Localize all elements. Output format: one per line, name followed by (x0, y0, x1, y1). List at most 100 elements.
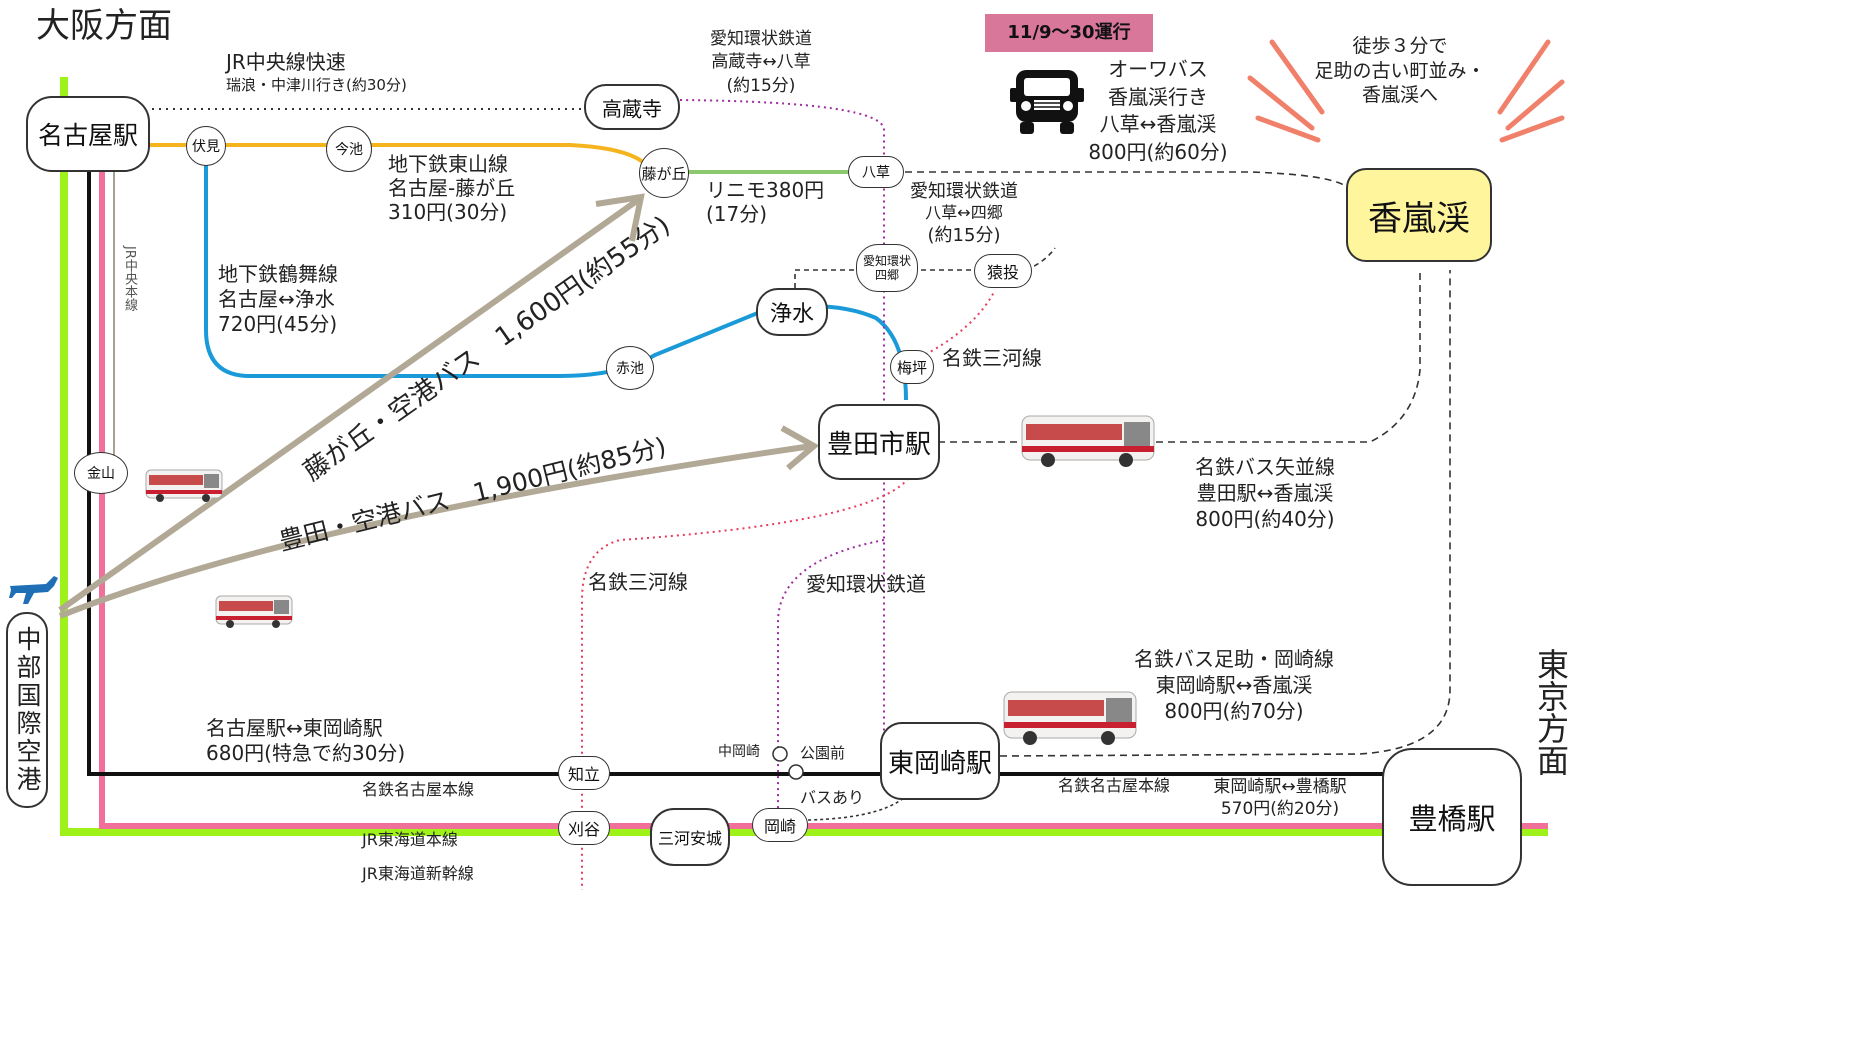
label-meitetsu-honsen-left: 名鉄名古屋本線 (362, 780, 475, 799)
station-toyohashi[interactable]: 豊橋駅 (1382, 748, 1522, 886)
station-centrair-label: 中部国際空港 (13, 626, 42, 794)
label-hok-toyo-1: 東岡崎駅↔豊橋駅 (1213, 777, 1347, 797)
label-oowa-2: 香嵐渓行き (1108, 84, 1208, 109)
station-umetsubo[interactable]: 梅坪 (890, 350, 934, 384)
jr-tokaido-line (99, 169, 1548, 829)
label-jr-chuo-main: JR中央本線 (122, 246, 137, 311)
label-yanami-3: 800円(約40分) (1195, 507, 1335, 531)
label-tsurumai-3: 720円(45分) (218, 311, 338, 336)
label-higashiyama-2: 名古屋-藤が丘 (388, 176, 516, 200)
station-aichikanjo-sigo[interactable]: 愛知環状 四郷 (856, 244, 918, 292)
bus-icon (1021, 415, 1155, 467)
label-hok-toyo-2: 570円(約20分) (1220, 799, 1340, 820)
label-aikan-top-2: 高蔵寺↔八草 (711, 52, 811, 73)
label-oowa-bus: オーワバス 香嵐渓行き 八草↔香嵐渓 800円(約60分) (1078, 56, 1238, 166)
label-oowa-4: 800円(約60分) (1088, 139, 1228, 164)
label-asuke-1: 名鉄バス足助・岡崎線 (1134, 647, 1334, 671)
route-lines (9, 39, 1565, 890)
station-sanage[interactable]: 猿投 (974, 254, 1032, 288)
label-aikan-mid: 愛知環状鉄道 八草↔四郷 (約15分) (896, 180, 1032, 247)
koenmae-dot (788, 764, 804, 780)
label-asuke-2: 東岡崎駅↔香嵐渓 (1155, 673, 1313, 697)
station-imaike[interactable]: 今池 (326, 126, 372, 172)
label-aikan-mid-3: (約15分) (927, 224, 1001, 246)
label-aikan-mid-2: 八草↔四郷 (925, 203, 1003, 223)
label-oowa-1: オーワバス (1108, 57, 1208, 81)
label-meitetsu-mikawa-right: 名鉄三河線 (942, 346, 1042, 370)
tsurumai-line (204, 165, 908, 401)
label-aikan-top: 愛知環状鉄道 高蔵寺↔八草 (約15分) (696, 28, 826, 98)
station-nakaokazaki-label: 中岡崎 (718, 744, 760, 760)
route-toyota-korankei (938, 270, 1421, 443)
route-yakusa-korankei (905, 171, 1351, 191)
label-aikan-top-3: (約15分) (726, 75, 796, 96)
label-yanami-bus: 名鉄バス矢並線 豊田駅↔香嵐渓 800円(約40分) (1180, 454, 1350, 532)
bus-icon (145, 469, 223, 502)
station-aichikanjo-sigo-line1: 愛知環状 (862, 253, 911, 268)
label-aikan-lower: 愛知環状鉄道 (806, 572, 926, 596)
callout-line-2: 足助の古い町並み・ (1314, 59, 1486, 82)
label-jr-chuo-rapid-sub: 瑞浪・中津川行き(約30分) (226, 76, 407, 94)
station-okazaki[interactable]: 岡崎 (752, 808, 808, 842)
label-higashiokazaki-toyohashi: 東岡崎駅↔豊橋駅 570円(約20分) (1196, 776, 1364, 820)
label-nagoya-hok-1: 名古屋駅↔東岡崎駅 (206, 716, 383, 740)
station-akaike[interactable]: 赤池 (606, 346, 654, 390)
label-tsurumai-1: 地下鉄鶴舞線 (218, 262, 338, 286)
airport-bus-fujigaoka-arrow (58, 197, 640, 613)
label-linimo-2: (17分) (706, 202, 768, 226)
label-tsurumai: 地下鉄鶴舞線 名古屋↔浄水 720円(45分) (218, 262, 338, 336)
airport-bus-toyota-arrowhead (780, 425, 820, 471)
label-nagoya-hok-2: 680円(特急で約30分) (206, 741, 406, 766)
station-koenmae-label: 公園前 (800, 744, 846, 762)
station-josui[interactable]: 浄水 (756, 288, 828, 336)
label-higashiyama: 地下鉄東山線 名古屋-藤が丘 310円(30分) (388, 152, 515, 224)
station-takakuraji[interactable]: 高蔵寺 (584, 84, 680, 130)
bus-icon (1003, 691, 1137, 745)
station-kariya[interactable]: 刈谷 (558, 811, 610, 845)
label-bus-ari: バスあり (800, 788, 865, 807)
station-nagoya[interactable]: 名古屋駅 (26, 96, 150, 172)
station-yakusa[interactable]: 八草 (848, 156, 904, 188)
airplane-icon (9, 576, 58, 604)
label-linimo: リニモ380円 (17分) (706, 178, 824, 226)
label-jr-chuo-rapid: JR中央線快速 (226, 50, 346, 74)
station-toyotashi[interactable]: 豊田市駅 (818, 404, 940, 480)
station-centrair[interactable]: 中部国際空港 (6, 612, 48, 808)
callout-line-1: 徒歩３分で (1352, 35, 1448, 57)
station-fushimi[interactable]: 伏見 (186, 126, 226, 166)
label-asuke-3: 800円(約70分) (1164, 699, 1304, 723)
nakaokazaki-dot (772, 746, 788, 762)
label-jr-tokaido: JR東海道本線 (362, 830, 458, 849)
station-kanayama[interactable]: 金山 (74, 452, 128, 494)
aikan-line-lower (777, 539, 885, 815)
label-oowa-3: 八草↔香嵐渓 (1099, 112, 1217, 137)
label-meitetsu-honsen-right: 名鉄名古屋本線 (1058, 776, 1171, 795)
station-fujigaoka[interactable]: 藤が丘 (639, 148, 689, 198)
station-higashiokazaki[interactable]: 東岡崎駅 (880, 722, 1000, 800)
label-yanami-1: 名鉄バス矢並線 (1195, 455, 1335, 479)
station-chiryu[interactable]: 知立 (558, 756, 610, 790)
label-linimo-1: リニモ380円 (706, 178, 825, 202)
operation-period-badge: 11/9〜30運行 (985, 14, 1153, 52)
label-aikan-mid-1: 愛知環状鉄道 (910, 181, 1018, 202)
station-aichikanjo-sigo-line2: 四郷 (874, 268, 899, 282)
label-aikan-top-1: 愛知環状鉄道 (710, 29, 812, 49)
label-asuke-bus: 名鉄バス足助・岡崎線 東岡崎駅↔香嵐渓 800円(約70分) (1124, 646, 1344, 724)
bus-icon (215, 595, 293, 628)
tokyo-direction: 東京方面 (1532, 648, 1570, 776)
label-higashiyama-1: 地下鉄東山線 (388, 152, 508, 176)
callout-line-3: 香嵐渓へ (1361, 84, 1438, 107)
osaka-direction: 大阪方面 (36, 6, 172, 46)
station-mikawaanjo[interactable]: 三河安城 (650, 808, 730, 866)
jr-shinkansen-line (60, 77, 1548, 836)
label-meitetsu-mikawa-left: 名鉄三河線 (588, 570, 688, 594)
route-map: 大阪方面 東京方面 11/9〜30運行 徒歩３分で 足助の古い町並み・ 香嵐渓へ… (6, 6, 1570, 890)
callout-rays (1247, 39, 1565, 143)
label-nagoya-higashiokazaki: 名古屋駅↔東岡崎駅 680円(特急で約30分) (206, 716, 405, 766)
station-korankei[interactable]: 香嵐渓 (1346, 168, 1492, 262)
label-higashiyama-3: 310円(30分) (388, 200, 508, 224)
label-yanami-2: 豊田駅↔香嵐渓 (1196, 481, 1334, 505)
airport-bus-fujigaoka-arrowhead (595, 193, 645, 242)
label-tsurumai-2: 名古屋↔浄水 (218, 286, 335, 311)
label-jr-shinkansen: JR東海道新幹線 (362, 864, 474, 883)
